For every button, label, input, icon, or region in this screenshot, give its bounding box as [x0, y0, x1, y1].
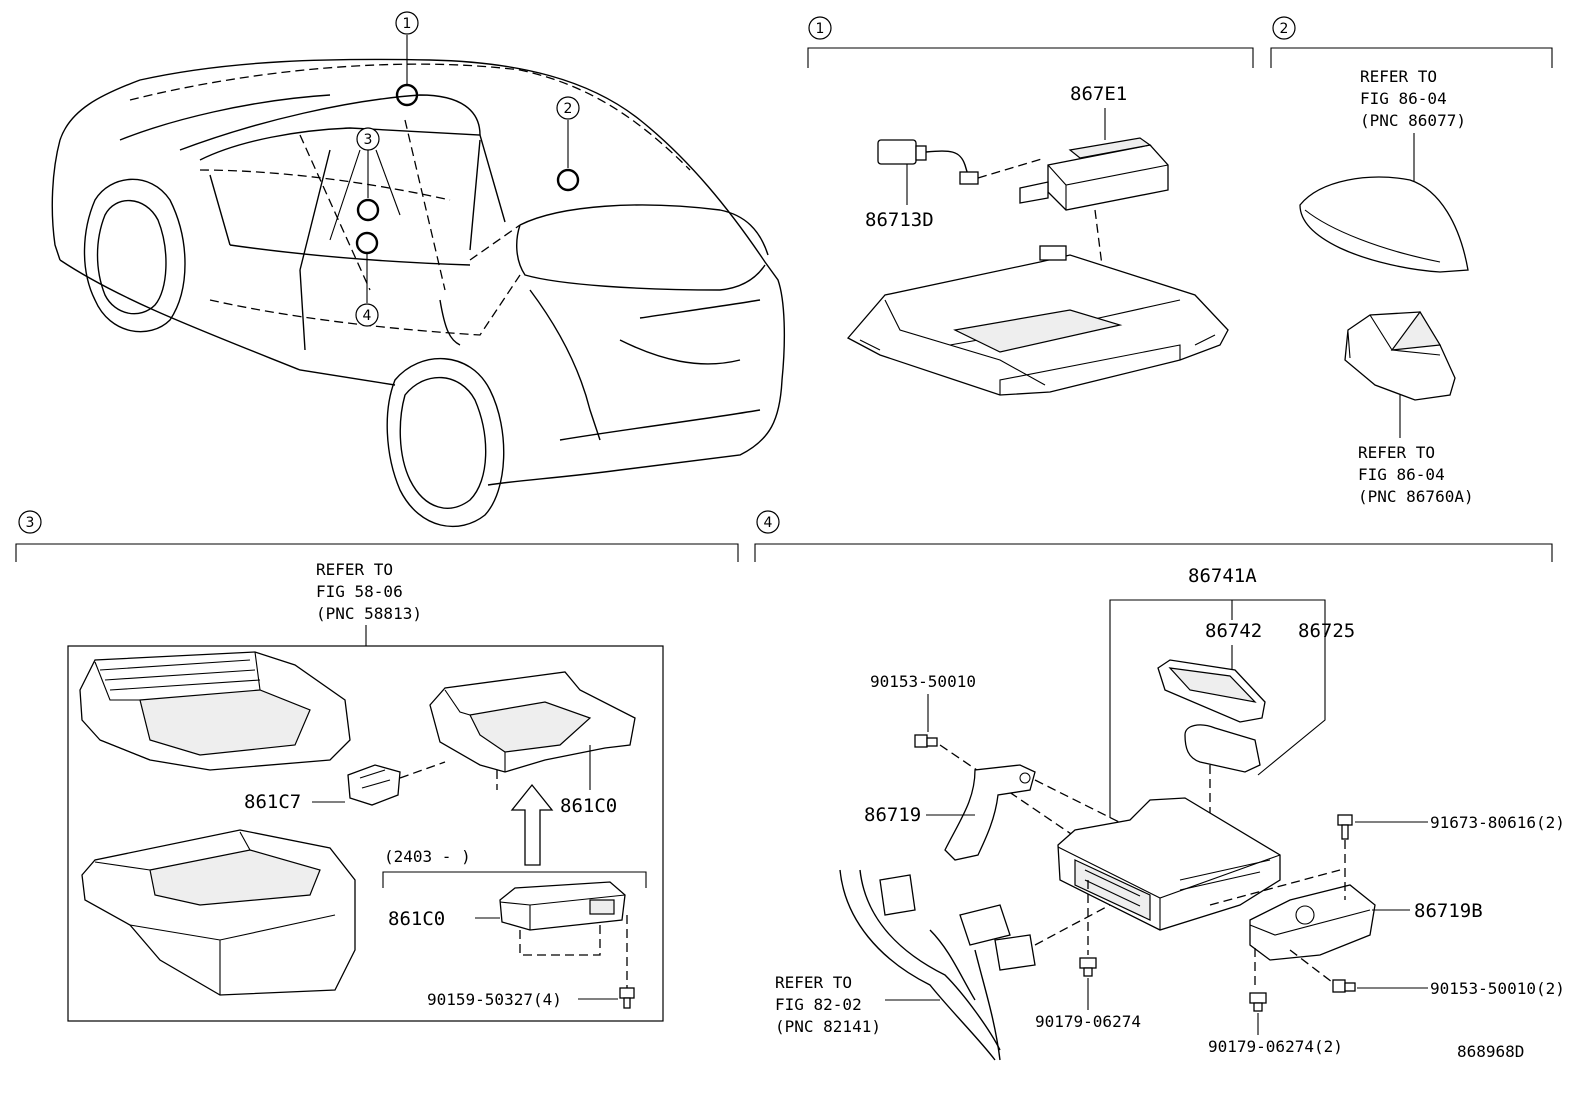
label-86719b: 86719B — [1414, 900, 1483, 922]
overhead-console-base — [846, 245, 1229, 396]
section-3: 3 REFER TO FIG 58-06 (PNC 58813) 861C7 — [15, 510, 739, 1022]
ref-text-82141: REFER TO FIG 82-02 (PNC 82141) — [775, 973, 881, 1036]
svg-text:(PNC 82141): (PNC 82141) — [775, 1017, 881, 1036]
label-867e1: 867E1 — [1070, 83, 1127, 105]
vehicle-illustration — [51, 35, 786, 528]
section-4: 4 86741A 86742 86725 90153-50010 — [754, 510, 1565, 1061]
svg-text:(PNC 86077): (PNC 86077) — [1360, 111, 1466, 130]
svg-text:3: 3 — [364, 132, 373, 148]
module-867e1 — [1019, 108, 1169, 211]
callout-number-4: 4 — [355, 303, 379, 327]
label-86713d: 86713D — [865, 209, 934, 231]
bracket-86719b — [1249, 884, 1376, 961]
ecu-86741a — [1057, 797, 1281, 931]
module-861c0 — [499, 881, 626, 956]
antenna-base — [1344, 310, 1456, 438]
console-cover — [429, 671, 636, 773]
ref-text-86760a: REFER TO FIG 86-04 (PNC 86760A) — [1358, 443, 1474, 506]
svg-text:FIG 58-06: FIG 58-06 — [316, 582, 403, 601]
section-2: 2 REFER TO FIG 86-04 (PNC 86077) REFER T… — [1270, 16, 1553, 506]
svg-text:3: 3 — [26, 515, 35, 531]
nut-90179-06274-2 — [1249, 992, 1267, 1012]
diagram-id: 868968D — [1457, 1042, 1524, 1061]
bolt-90153-50010 — [914, 734, 938, 748]
console-lower-box — [81, 829, 356, 996]
svg-text:1: 1 — [816, 21, 825, 37]
label-86725: 86725 — [1298, 620, 1355, 642]
bolt-90153-50010-2 — [1332, 979, 1356, 993]
callout-number-3: 3 — [356, 127, 380, 151]
svg-text:REFER TO: REFER TO — [775, 973, 852, 992]
label-90159: 90159-50327(4) — [427, 990, 562, 1009]
svg-text:REFER TO: REFER TO — [1360, 67, 1437, 86]
svg-text:4: 4 — [764, 515, 773, 531]
label-861c0-module: 861C0 — [388, 908, 445, 930]
label-90179-06274-2: 90179-06274(2) — [1208, 1037, 1343, 1056]
svg-text:REFER TO: REFER TO — [316, 560, 393, 579]
svg-text:(PNC 86760A): (PNC 86760A) — [1358, 487, 1474, 506]
switch-861c7 — [312, 761, 446, 806]
console-top-tray — [79, 651, 351, 771]
up-arrow — [510, 783, 554, 866]
vehicle-location-1 — [395, 35, 419, 107]
svg-text:2: 2 — [564, 101, 573, 117]
svg-text:(PNC 58813): (PNC 58813) — [316, 604, 422, 623]
vehicle-location-3 — [329, 149, 401, 241]
label-86741a: 86741A — [1188, 565, 1257, 587]
card-86742 — [1157, 659, 1266, 723]
section-1: 1 86713D 867E1 — [807, 16, 1254, 396]
svg-text:REFER TO: REFER TO — [1358, 443, 1435, 462]
bolt-90159 — [619, 987, 635, 1009]
svg-text:FIG 86-04: FIG 86-04 — [1358, 465, 1445, 484]
callout-number-2: 2 — [556, 96, 580, 120]
svg-text:4: 4 — [363, 308, 372, 324]
nut-90179-06274 — [1079, 957, 1097, 977]
ref-text-86077: REFER TO FIG 86-04 (PNC 86077) — [1360, 67, 1466, 130]
label-86719: 86719 — [864, 804, 921, 826]
svg-text:FIG 82-02: FIG 82-02 — [775, 995, 862, 1014]
label-90153-50010: 90153-50010 — [870, 672, 976, 691]
label-86742: 86742 — [1205, 620, 1262, 642]
label-861c0-cover: 861C0 — [560, 795, 617, 817]
date-range: (2403 - ) — [384, 847, 471, 866]
ref-text-58813: REFER TO FIG 58-06 (PNC 58813) — [316, 560, 422, 623]
vehicle-location-2 — [556, 120, 580, 192]
callout-number-1: 1 — [395, 11, 419, 35]
label-91673-80616: 91673-80616(2) — [1430, 813, 1565, 832]
wire-harness — [839, 869, 1111, 1061]
pad-86725 — [1184, 724, 1261, 830]
connector-86713d — [877, 139, 1046, 205]
vehicle-location-4 — [355, 231, 379, 303]
label-90153-50010-2: 90153-50010(2) — [1430, 979, 1565, 998]
bolt-91673-80616 — [1337, 814, 1353, 840]
svg-text:1: 1 — [403, 16, 412, 32]
label-90179-06274: 90179-06274 — [1035, 1012, 1141, 1031]
antenna-cover — [1299, 176, 1469, 273]
svg-text:FIG 86-04: FIG 86-04 — [1360, 89, 1447, 108]
bracket-86719 — [944, 764, 1036, 861]
console-assembly-frame — [67, 645, 664, 1022]
svg-text:2: 2 — [1280, 21, 1289, 37]
label-861c7: 861C7 — [244, 791, 301, 813]
